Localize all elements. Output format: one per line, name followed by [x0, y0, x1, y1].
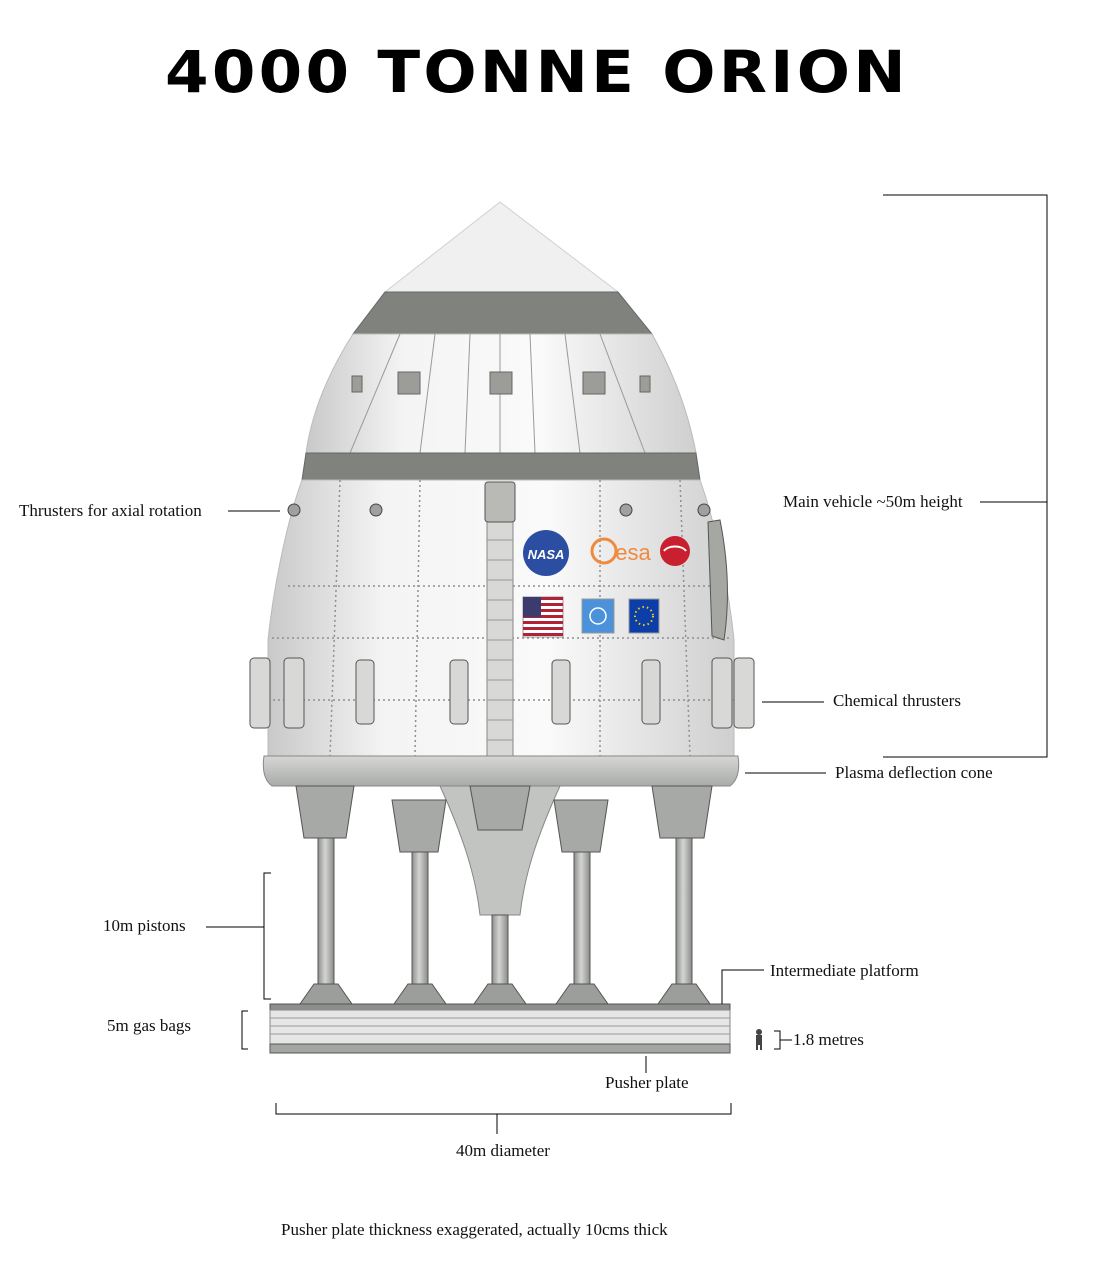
- central-ladder: [486, 519, 514, 757]
- label-plasma-cone: Plasma deflection cone: [835, 763, 993, 782]
- ladder-rungs: [487, 539, 513, 741]
- esa-logo-text: esa: [615, 540, 651, 565]
- label-thrusters-axial: Thrusters for axial rotation: [19, 501, 202, 520]
- intermediate-platform: [269, 1003, 731, 1011]
- page-title: 4000 TONNE ORION: [165, 38, 909, 106]
- usa-flag: [522, 596, 564, 638]
- pusher-plate: [269, 1043, 731, 1054]
- label-pusher-plate: Pusher plate: [605, 1073, 689, 1092]
- label-chemical-thrusters: Chemical thrusters: [833, 691, 961, 710]
- label-intermediate-platform: Intermediate platform: [770, 961, 919, 980]
- un-flag: [581, 598, 615, 634]
- footnote: Pusher plate thickness exaggerated, actu…: [281, 1220, 668, 1239]
- eu-flag: [628, 598, 660, 634]
- label-gas-bags: 5m gas bags: [107, 1016, 192, 1035]
- upper-panel-lines: [349, 333, 646, 454]
- central-funnel: [439, 785, 561, 916]
- label-main-vehicle: Main vehicle ~50m height: [783, 492, 963, 511]
- label-human-scale: 1.8 metres: [793, 1030, 864, 1049]
- human-figure: [756, 1029, 762, 1050]
- gas-bags: [269, 1009, 731, 1045]
- upper-band: [351, 291, 654, 335]
- nose-tip: [383, 201, 620, 293]
- strut-brackets: [295, 785, 713, 853]
- esa-logo-emblem: [590, 537, 618, 565]
- piston-feet: [299, 983, 711, 1005]
- plasma-deflection-cone: [262, 755, 740, 787]
- nasa-logo: [523, 530, 569, 576]
- axial-thrusters: [287, 503, 711, 517]
- side-hatch: [707, 519, 728, 641]
- label-pistons: 10m pistons: [103, 916, 186, 935]
- upper-windows: [351, 371, 651, 395]
- middle-band: [301, 452, 701, 481]
- nasa-logo-text: NASA: [528, 547, 565, 562]
- leader-lines: [206, 194, 1048, 1134]
- hatch: [484, 481, 516, 523]
- chemical-thruster-pods: [249, 657, 755, 729]
- roscosmos-logo: [660, 536, 690, 566]
- pistons: [317, 837, 693, 987]
- label-diameter: 40m diameter: [456, 1141, 550, 1160]
